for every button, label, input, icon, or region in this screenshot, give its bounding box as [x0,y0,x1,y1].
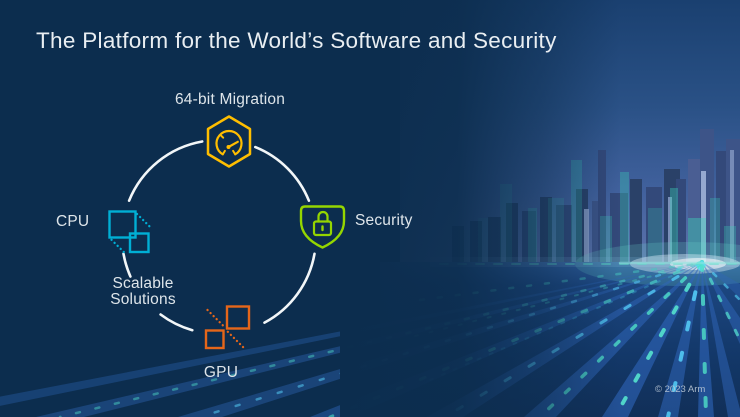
connection-circle [122,140,316,332]
label-security: Security [355,212,413,229]
label-gpu: GPU [203,364,239,381]
copyright-notice: © 2023 Arm [655,384,706,395]
speedometer-icon [206,115,252,168]
gpu-squares-icon [204,305,251,350]
label-scalable-solutions: Scalable Solutions [110,275,176,308]
city-left-fade [340,0,620,417]
shield-lock-icon [299,205,346,249]
label-cpu: CPU [56,213,90,230]
label-64-bit-migration: 64-bit Migration [174,91,286,108]
cpu-squares-icon [108,210,151,254]
slide-title: The Platform for the World’s Software an… [36,28,557,53]
